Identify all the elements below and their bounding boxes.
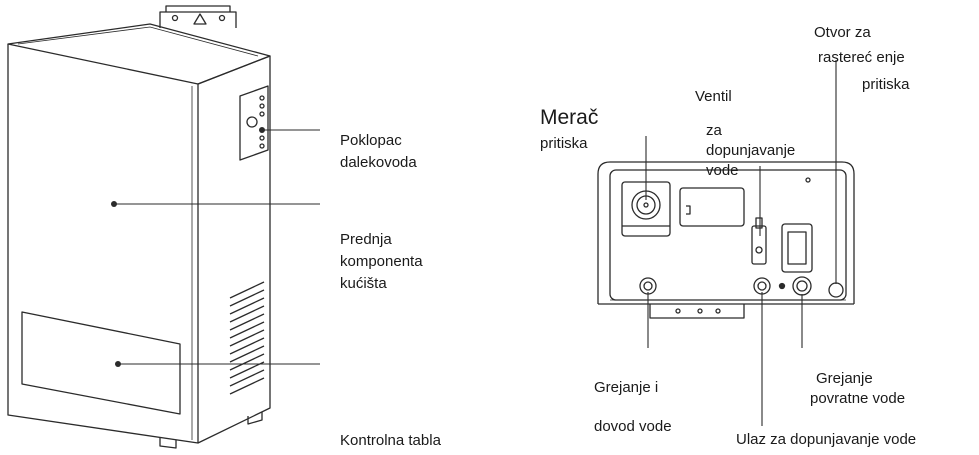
label-ventil-line2: za	[706, 122, 722, 139]
label-grejanje-povratne-line1: Grejanje	[816, 370, 873, 387]
panel-inner	[609, 169, 847, 301]
label-grejanje-dovod-line1: Grejanje i	[594, 379, 659, 396]
label-poklopac-line1: Poklopac	[340, 132, 402, 149]
blank-plate	[679, 187, 745, 227]
label-otvor-line2: rastereć enje	[818, 49, 905, 66]
fill-valve	[751, 225, 767, 265]
vent-slots	[229, 281, 265, 395]
label-ulaz-dopunjavanje: Ulaz za dopunjavanje vode	[736, 431, 917, 448]
leader-dots-left	[111, 127, 265, 367]
panel-outer	[597, 161, 855, 304]
label-merac-line1: Merač	[540, 106, 599, 129]
label-kontrolna-tabla: Kontrolna tabla	[340, 432, 441, 449]
boiler-side	[197, 55, 271, 444]
label-prednja-line1: Prednja	[340, 231, 392, 248]
leaders-left	[114, 129, 320, 365]
boiler-top	[7, 23, 271, 85]
leaders-right	[645, 60, 837, 426]
label-grejanje-povratne-line2: povratne vode	[810, 390, 906, 407]
label-grejanje-dovod-line2: dovod vode	[594, 418, 672, 435]
heating-supply-fitting	[639, 277, 657, 295]
label-otvor-line1: Otvor za	[814, 24, 871, 41]
mounting-bracket	[159, 11, 237, 28]
label-otvor-line3: pritiska	[862, 76, 910, 93]
boiler-unit	[7, 5, 271, 449]
label-poklopac-line2: dalekovoda	[340, 154, 417, 171]
label-ventil-line4: vode	[706, 162, 739, 179]
label-ventil-line1: Ventil	[695, 88, 732, 105]
relief-outlet	[828, 282, 844, 298]
fill-inlet-fitting	[753, 277, 771, 295]
switch-block	[781, 223, 813, 273]
return-fitting	[792, 276, 812, 296]
label-merac-line2: pritiska	[540, 135, 588, 152]
power-cover	[239, 85, 269, 161]
boiler-front	[7, 44, 199, 444]
label-prednja-line3: kućišta	[340, 275, 387, 292]
bottom-panel-view	[597, 161, 855, 319]
control-panel	[21, 311, 181, 415]
label-ventil-line3: dopunjavanje	[706, 142, 796, 159]
label-prednja-line2: komponenta	[340, 253, 423, 270]
